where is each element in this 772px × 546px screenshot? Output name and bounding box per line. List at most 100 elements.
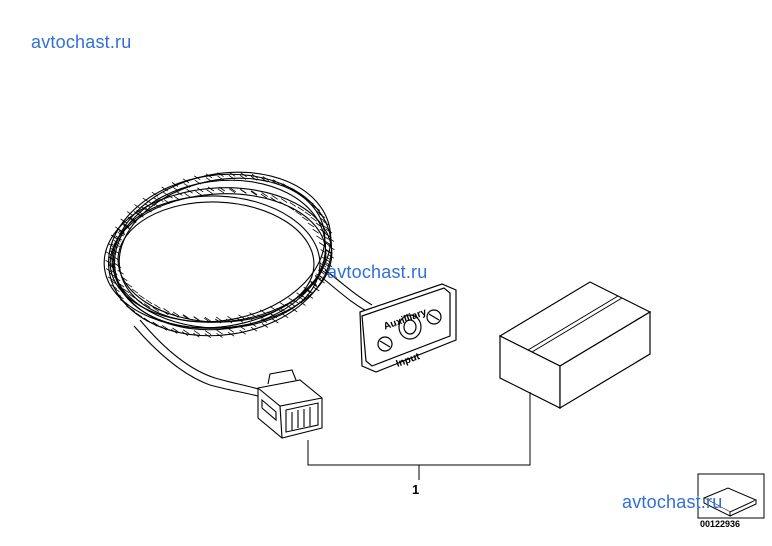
cable-twist-mark	[157, 197, 164, 203]
watermark-top: avtochast.ru	[31, 32, 132, 52]
cable-twist-mark	[312, 228, 319, 234]
cable-twist-mark	[143, 317, 151, 323]
cable-twist-mark	[182, 329, 190, 335]
cable-twist-mark	[250, 190, 258, 196]
cable-twist-mark	[127, 216, 135, 222]
cable-twist-mark	[195, 190, 202, 196]
cable-twist-mark	[279, 201, 286, 206]
cable-twist-mark	[238, 314, 245, 320]
cable-twist-mark	[113, 276, 121, 282]
cable-twist-mark	[309, 280, 317, 286]
cable-twist-mark	[171, 182, 179, 187]
cable-twist-mark	[125, 282, 133, 288]
cable-twist-mark	[136, 298, 143, 304]
cable-twist-mark	[121, 276, 128, 282]
cable-twist-mark	[172, 311, 180, 317]
cable-twist-mark	[193, 330, 201, 335]
cable-twist-mark	[227, 315, 234, 321]
cable-twist-mark	[281, 313, 289, 319]
cable-twist-mark	[240, 172, 247, 178]
cable-twist-mark	[324, 241, 331, 247]
cable-twist-mark	[107, 242, 115, 248]
cable-twist-mark	[280, 198, 288, 203]
cable-twist-mark	[327, 253, 335, 259]
cable-twist-mark	[272, 179, 280, 185]
cable-twist-mark	[320, 249, 327, 254]
callout-bracket	[307, 392, 531, 480]
cable-twist-mark	[152, 321, 159, 327]
coiled-cable	[103, 171, 333, 337]
cable-twist-mark	[313, 286, 320, 292]
cable-to-socket	[319, 269, 373, 313]
cable-twist-mark	[322, 235, 329, 240]
cable-to-connector	[133, 319, 263, 397]
cable-twist-mark	[261, 323, 269, 328]
cable-twist-mark	[128, 307, 136, 312]
aux-input-socket-icon	[359, 283, 457, 373]
cable-twist-mark	[148, 201, 156, 207]
cable-twist-mark	[290, 307, 298, 313]
cable-twist-mark	[262, 176, 270, 181]
cable-twist-mark	[115, 235, 122, 241]
cable-twist-mark	[251, 173, 259, 179]
cable-twist-mark	[140, 206, 148, 211]
cable-twist-mark	[204, 333, 212, 339]
cable-twist-mark	[289, 302, 296, 307]
cable-twist-mark	[113, 239, 120, 245]
cable-twist-mark	[145, 207, 152, 213]
cable-twist-mark	[183, 183, 191, 188]
cable-twist-mark	[196, 187, 204, 193]
cable-twist-mark	[249, 322, 257, 327]
cable-twist-mark	[297, 206, 304, 212]
cable-twist-mark	[133, 311, 141, 317]
cable-twist-mark	[239, 175, 247, 180]
cable-twist-mark	[126, 211, 134, 216]
cable-twist-mark	[114, 263, 122, 268]
cable-twist-mark	[204, 330, 212, 336]
cable-twist-mark	[261, 192, 268, 197]
cable-twist-mark	[117, 231, 125, 237]
cable-twist-mark	[228, 174, 236, 180]
cable-twist-mark	[193, 316, 200, 322]
cable-twist-mark	[227, 327, 235, 333]
cable-twist-mark	[280, 308, 287, 313]
cable-twist-mark	[307, 222, 315, 228]
cable-twist-mark	[108, 264, 115, 269]
cable-twist-mark	[310, 281, 318, 286]
cable-twist-mark	[217, 175, 224, 181]
cable-twist-mark	[270, 313, 278, 319]
cable-twist-mark	[154, 203, 161, 209]
cable-twist-mark	[325, 241, 332, 246]
cable-twist-mark	[261, 177, 268, 183]
cable-twist-mark	[320, 265, 327, 271]
cable-twist-mark	[288, 297, 295, 303]
cable-twist-mark	[135, 312, 143, 318]
cable-twist-mark	[161, 186, 168, 192]
cable-twist-mark	[182, 178, 190, 184]
reference-number: 00122936	[700, 519, 741, 529]
cable-hatching	[105, 171, 335, 339]
cable-twist-mark	[152, 307, 160, 312]
cable-twist-mark	[122, 301, 129, 306]
cable-twist-mark	[110, 279, 117, 285]
cable-twist-mark	[161, 325, 169, 330]
cable-twist-mark	[247, 316, 254, 322]
cable-twist-mark	[260, 318, 268, 323]
cable-twist-mark	[225, 318, 233, 324]
cable-twist-mark	[314, 274, 322, 280]
cable-twist-mark	[305, 288, 313, 294]
cable-twist-mark	[259, 309, 267, 315]
cable-twist-mark	[122, 224, 130, 229]
cable-twist-mark	[250, 175, 258, 181]
watermark-bottom: avtochast.ru	[622, 492, 723, 512]
cable-twist-mark	[323, 225, 330, 231]
cable-twist-mark	[325, 262, 333, 268]
cable-twist-mark	[113, 242, 121, 248]
cable-twist-mark	[297, 192, 305, 198]
cable-twist-mark	[194, 179, 202, 185]
cable-twist-mark	[289, 202, 297, 207]
cable-twist-mark	[109, 263, 116, 269]
cable-twist-mark	[304, 198, 312, 203]
cable-twist-mark	[117, 282, 125, 288]
cable-twist-mark	[217, 188, 225, 194]
